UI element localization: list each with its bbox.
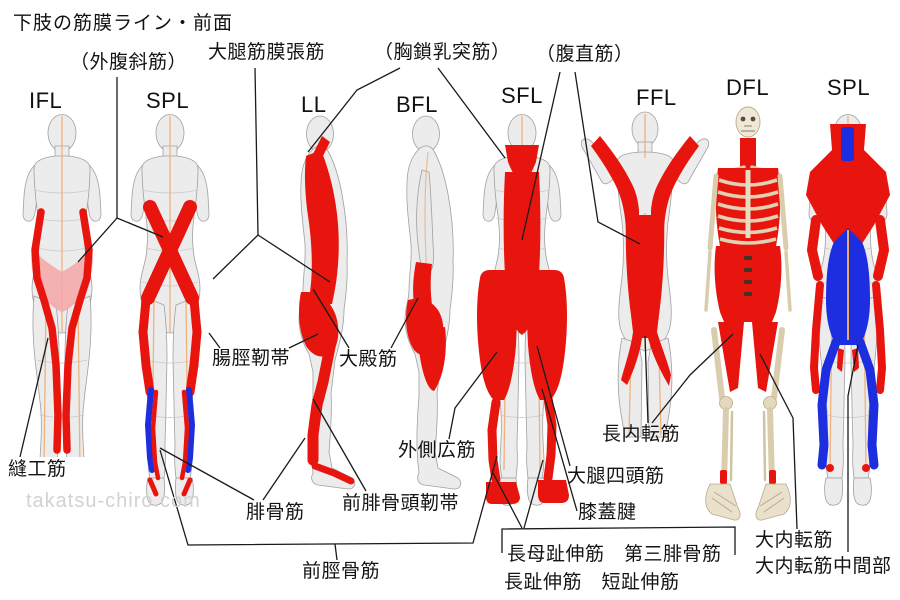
leader-gaifukushakin-2 xyxy=(116,217,164,238)
leader-daitaishito xyxy=(536,345,571,467)
header-bfl: BFL xyxy=(396,92,438,117)
leader-daitaikinmaku xyxy=(212,67,259,280)
ifl-right-line xyxy=(62,208,93,454)
label-hokokin: 縫工筋 xyxy=(8,459,67,480)
splb-trapezius xyxy=(806,124,890,250)
figure-sfl xyxy=(477,113,569,506)
leader-hikotsu-right xyxy=(262,437,306,501)
label-extensor-box-line1: 長母趾伸筋 第三腓骨筋 xyxy=(507,544,722,565)
label-kyosanyutotsukin: （胸鎖乳突筋） xyxy=(374,42,511,63)
leader-dainai-chukan xyxy=(847,344,859,552)
leader-dainai xyxy=(759,353,798,530)
leader-fukuchoku-right xyxy=(574,71,641,245)
label-gaifukushakin: （外腹斜筋） xyxy=(70,52,188,73)
leader-zenkei xyxy=(159,449,498,546)
ll-side-band xyxy=(304,150,339,304)
figure-ifl xyxy=(22,113,102,457)
figure-ffl xyxy=(580,111,710,438)
label-daitaishitokin: 大腿四頭筋 xyxy=(567,466,665,487)
header-spl: SPL xyxy=(146,88,190,113)
leader-daitaikinmaku-2 xyxy=(257,234,331,283)
label-hikotsukin: 腓骨筋 xyxy=(246,502,305,523)
leader-kyosa-left xyxy=(307,67,401,153)
figure-dfl-skeleton xyxy=(704,106,792,521)
header-ffl: FFL xyxy=(636,85,677,110)
leader-zenhikotsu xyxy=(312,398,367,492)
leader-kyosa-right xyxy=(437,67,506,159)
leader-daiden-right xyxy=(390,297,419,349)
label-zenkeikotsukin: 前脛骨筋 xyxy=(302,561,381,582)
leader-box-right xyxy=(523,459,544,529)
leader-chonai-right xyxy=(651,333,734,424)
label-daidenkin: 大殿筋 xyxy=(339,349,398,370)
label-shitsugaiken: 膝蓋腱 xyxy=(578,502,637,523)
label-gaisokukokin: 外側広筋 xyxy=(398,440,477,461)
header-dfl: DFL xyxy=(726,75,770,100)
extensor-box-bracket xyxy=(501,526,736,555)
sfl-right-thigh xyxy=(526,270,567,400)
leader-hokokin xyxy=(19,337,49,458)
leader-shitsugai xyxy=(541,388,578,512)
label-dainaitenkinchukanbu: 大内転筋中間部 xyxy=(755,556,892,577)
leader-fukuchoku-left xyxy=(521,71,561,241)
label-daitaikinmakuchokin: 大腿筋膜張筋 xyxy=(208,42,326,63)
leader-lines xyxy=(19,67,859,561)
label-chonaitenkin: 長内転筋 xyxy=(602,424,681,445)
bfl-thigh-patch xyxy=(417,327,446,391)
figure-ll xyxy=(298,115,356,490)
label-dainaitenkin: 大内転筋 xyxy=(755,530,834,551)
label-fukuchokukin: （腹直筋） xyxy=(536,44,634,65)
leader-gaisoku xyxy=(448,351,498,440)
header-ll: LL xyxy=(301,92,327,117)
ffl-right-arm-band xyxy=(651,136,699,230)
sfl-neck xyxy=(505,145,539,184)
leader-hikotsu-left xyxy=(159,447,255,501)
figure-bfl xyxy=(404,115,462,490)
leader-chonai-left xyxy=(644,335,649,424)
figure-spl-back xyxy=(806,113,890,506)
header-spl-back: SPL xyxy=(827,75,871,100)
sfl-left-thigh xyxy=(477,270,518,400)
leader-zenkei-tick xyxy=(334,543,338,561)
figure-spl-front xyxy=(130,113,210,506)
ffl-center-column xyxy=(621,215,671,386)
leader-daiden-left xyxy=(312,288,350,349)
leader-chokei-left xyxy=(208,332,221,349)
label-chokeijintai: 腸脛靭帯 xyxy=(212,348,291,369)
watermark: takatsu-chiro.com xyxy=(26,490,201,512)
ifl-left-line xyxy=(31,208,62,454)
leader-box-left xyxy=(492,472,523,529)
ffl-left-arm-band xyxy=(591,136,639,230)
leader-chokei-right xyxy=(288,333,319,349)
page-title: 下肢の筋膜ライン・前面 xyxy=(13,13,234,34)
header-ifl: IFL xyxy=(29,88,63,113)
header-sfl: SFL xyxy=(501,83,543,108)
label-extensor-box-line2: 長趾伸筋 短趾伸筋 xyxy=(504,572,680,593)
label-zenhikotsutojintai: 前腓骨頭靭帯 xyxy=(342,493,460,514)
